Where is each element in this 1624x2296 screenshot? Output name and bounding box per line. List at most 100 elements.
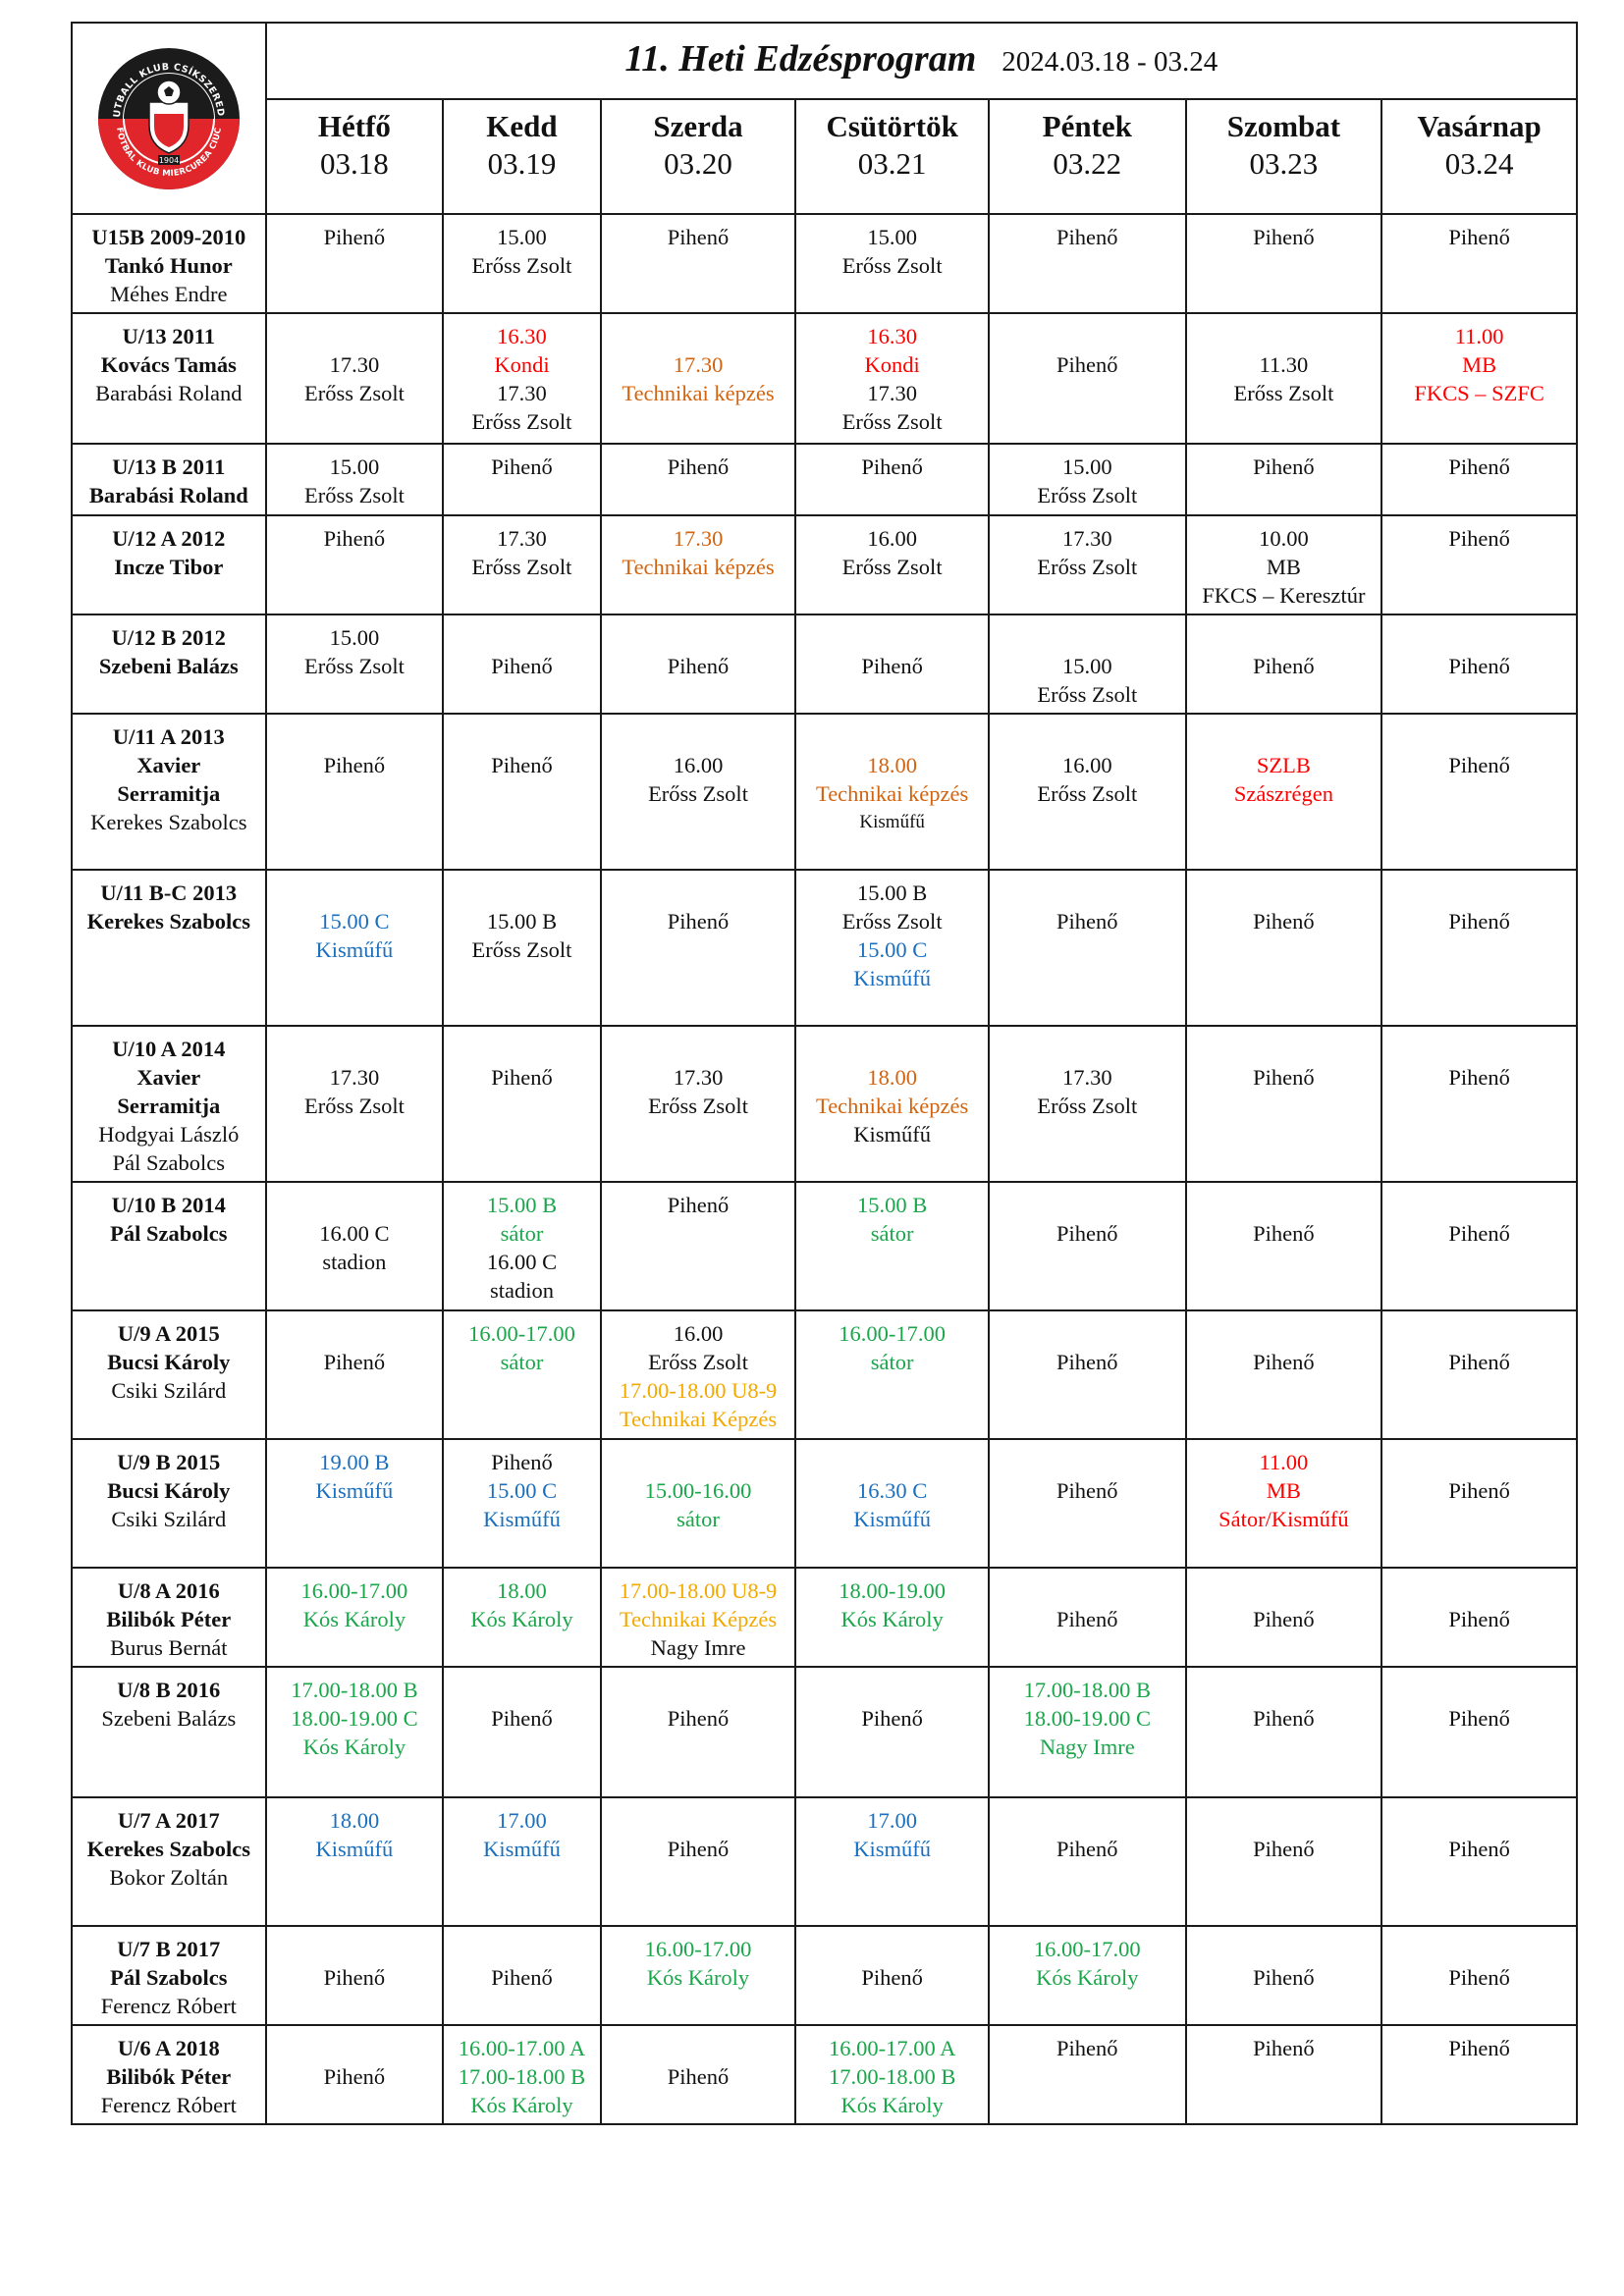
schedule-entry: Erőss Zsolt bbox=[303, 1094, 405, 1118]
schedule-entry: Pihenő bbox=[323, 1965, 386, 1990]
schedule-entry: 18.00 bbox=[497, 1578, 547, 1603]
schedule-entry: 18.00 bbox=[329, 1808, 380, 1833]
schedule-entry: 18.00-19.00 C bbox=[1023, 1706, 1151, 1731]
schedule-entry: Kós Károly bbox=[302, 1735, 406, 1759]
schedule-entry: 17.30 bbox=[1061, 526, 1112, 551]
schedule-entry: MB bbox=[1462, 352, 1497, 377]
schedule-cell: Pihenő bbox=[1380, 713, 1578, 871]
schedule-entry: 16.00 bbox=[867, 526, 917, 551]
schedule-entry: Erőss Zsolt bbox=[1037, 682, 1138, 707]
schedule-entry: Pihenő bbox=[1448, 2036, 1510, 2060]
day-date: 03.18 bbox=[320, 146, 389, 181]
day-name: Vasárnap bbox=[1417, 109, 1542, 143]
schedule-entry: Erőss Zsolt bbox=[303, 654, 405, 678]
coach-name: Kerekes Szabolcs bbox=[90, 810, 247, 834]
schedule-entry: sátor bbox=[500, 1350, 544, 1374]
coach-name: Serramitja bbox=[117, 781, 221, 806]
schedule-entry: 15.00 C bbox=[486, 1478, 558, 1503]
schedule-entry: 17.30 bbox=[673, 1065, 724, 1090]
schedule-entry: FKCS – SZFC bbox=[1414, 381, 1544, 405]
schedule-cell: Pihenő bbox=[987, 213, 1187, 314]
day-date: 03.20 bbox=[664, 146, 732, 181]
schedule-entry: Pihenő bbox=[491, 1706, 553, 1731]
team-name: U/13 B 2011 bbox=[112, 454, 226, 479]
schedule-entry: 17.00 bbox=[497, 1808, 547, 1833]
schedule-entry: 16.00 C bbox=[486, 1250, 558, 1274]
schedule-entry: Kisműfű bbox=[315, 1478, 394, 1503]
schedule-entry: Erőss Zsolt bbox=[841, 409, 943, 434]
coach-name: Bucsi Károly bbox=[107, 1478, 231, 1503]
schedule-entry: Pihenő bbox=[1253, 225, 1315, 249]
schedule-entry: Pihenő bbox=[861, 654, 923, 678]
team-name: U/7 B 2017 bbox=[117, 1937, 221, 1961]
schedule-cell: Pihenő bbox=[987, 1309, 1187, 1440]
schedule-cell: Pihenő bbox=[1184, 1025, 1383, 1183]
schedule-entry: Pihenő bbox=[1448, 1706, 1510, 1731]
schedule-entry: 17.30 bbox=[329, 1065, 380, 1090]
schedule-entry: 17.00-18.00 B bbox=[828, 2064, 956, 2089]
schedule-entry: 17.00-18.00 B bbox=[1023, 1678, 1151, 1702]
schedule-entry: Pihenő bbox=[1253, 454, 1315, 479]
schedule-cell: Pihenő bbox=[442, 713, 602, 871]
schedule-entry: Pihenő bbox=[1448, 1350, 1510, 1374]
schedule-entry: Pihenő bbox=[1253, 1065, 1315, 1090]
schedule-entry: 15.00 bbox=[329, 454, 380, 479]
schedule-entry: Erőss Zsolt bbox=[841, 909, 943, 934]
schedule-entry: Kós Károly bbox=[646, 1965, 750, 1990]
schedule-entry: Erőss Zsolt bbox=[841, 253, 943, 278]
schedule-entry: Pihenő bbox=[667, 1706, 730, 1731]
schedule-entry: Kondi bbox=[864, 352, 920, 377]
schedule-entry: FKCS – Keresztúr bbox=[1202, 583, 1366, 608]
schedule-entry: Erőss Zsolt bbox=[1233, 381, 1334, 405]
team-name: U/11 A 2013 bbox=[112, 724, 225, 749]
schedule-entry: 15.00-16.00 bbox=[644, 1478, 752, 1503]
schedule-entry: Pihenő bbox=[1448, 454, 1510, 479]
schedule-entry: Erőss Zsolt bbox=[303, 483, 405, 507]
schedule-entry: Pihenő bbox=[323, 526, 386, 551]
schedule-entry: 16.30 C bbox=[857, 1478, 928, 1503]
schedule-entry: Sátor/Kisműfű bbox=[1218, 1507, 1349, 1531]
schedule-cell: Pihenő bbox=[987, 869, 1187, 1027]
team-name: U/9 A 2015 bbox=[117, 1321, 220, 1346]
schedule-entry: stadion bbox=[489, 1278, 554, 1303]
schedule-entry: 16.30 bbox=[867, 324, 917, 348]
schedule-entry: Technikai képzés bbox=[622, 555, 775, 579]
schedule-entry: Pihenő bbox=[1448, 909, 1510, 934]
schedule-entry: Pihenő bbox=[323, 753, 386, 777]
schedule-cell: Pihenő bbox=[987, 2024, 1187, 2125]
club-logo-cell: FUTBALL KLUB CSÍKSZEREDA FOTBAL KLUB MIE… bbox=[71, 22, 267, 215]
schedule-cell: Pihenő bbox=[442, 1025, 602, 1183]
schedule-entry: Pihenő bbox=[491, 454, 553, 479]
coach-name: Pál Szabolcs bbox=[112, 1150, 225, 1175]
schedule-entry: 15.00 bbox=[867, 225, 917, 249]
coach-name: Hodgyai László bbox=[98, 1122, 240, 1147]
schedule-cell: Pihenő bbox=[1184, 1666, 1383, 1798]
schedule-entry: 17.30 bbox=[1061, 1065, 1112, 1090]
schedule-entry: 15.00 bbox=[497, 225, 547, 249]
schedule-entry: Pihenő bbox=[323, 1350, 386, 1374]
team-name: U/10 B 2014 bbox=[111, 1193, 226, 1217]
schedule-entry: Pihenő bbox=[861, 1706, 923, 1731]
schedule-entry: Technikai Képzés bbox=[619, 1607, 778, 1631]
schedule-cell: Pihenő bbox=[599, 443, 797, 516]
